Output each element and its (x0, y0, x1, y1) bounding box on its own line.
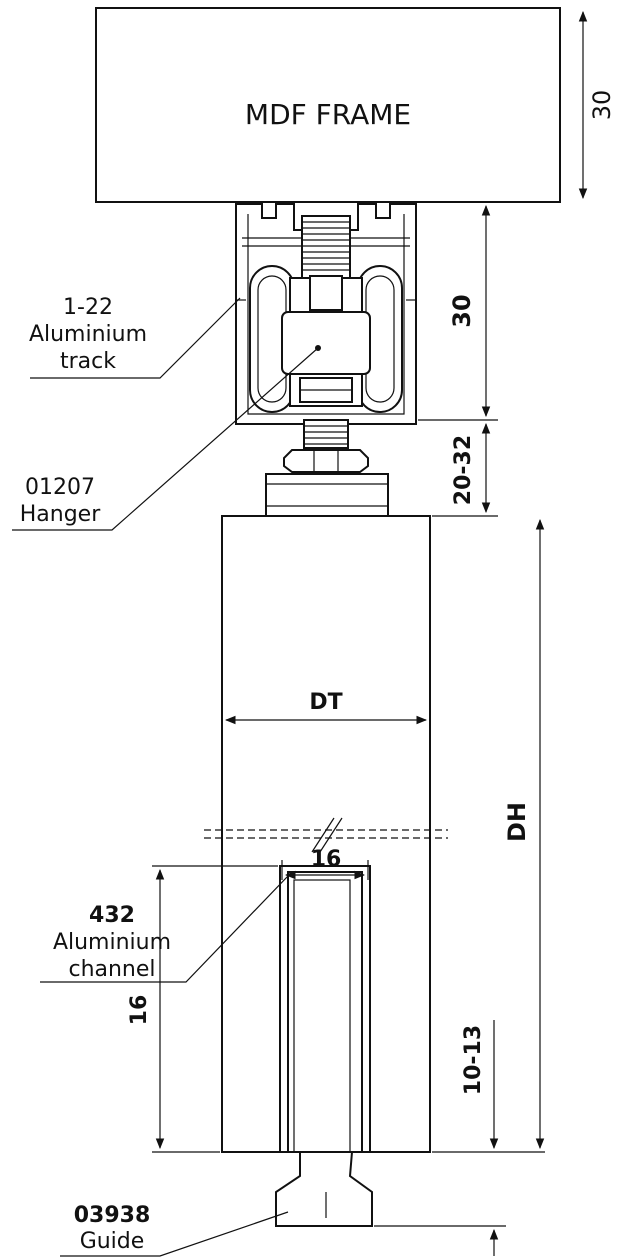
track-height-value: 30 (448, 294, 476, 327)
guide-gap-dimension: 10-13 (374, 1020, 506, 1256)
hanger-callout-name: Hanger (20, 502, 101, 527)
channel-depth-dimension: 16 (127, 865, 278, 1153)
channel-callout-type: channel (68, 957, 155, 982)
door-height-dimension: DH (432, 518, 545, 1153)
door-thickness-label: DT (309, 690, 342, 715)
mdf-frame: MDF FRAME (95, 7, 561, 203)
guide-callout-code: 03938 (74, 1203, 151, 1228)
guide-callout-name: Guide (80, 1229, 145, 1254)
track-callout-name: Aluminium (29, 322, 147, 347)
channel-callout: 432 Aluminium channel (40, 875, 289, 983)
track-height-dimension: 30 (418, 201, 498, 421)
door-panel (204, 515, 448, 1153)
hanger-callout: 01207 Hanger (12, 347, 319, 531)
frame-height-dimension: 30 (578, 10, 616, 200)
channel-callout-name: Aluminium (53, 930, 171, 955)
track-callout: 1-22 Aluminium track (29, 295, 241, 379)
channel-width-value: 16 (311, 847, 342, 872)
door-height-label: DH (503, 802, 531, 842)
track-callout-code: 1-22 (63, 295, 113, 320)
door-thickness-dimension: DT (224, 690, 428, 725)
guide-gap-value: 10-13 (461, 1025, 486, 1095)
guide (275, 1151, 373, 1227)
mdf-frame-label: MDF FRAME (245, 98, 411, 131)
hanger-gap-dimension: 20-32 (432, 422, 498, 517)
aluminium-track (235, 203, 417, 425)
hanger-gap-value: 20-32 (451, 435, 476, 505)
guide-callout: 03938 Guide (60, 1203, 289, 1257)
hanger (249, 265, 403, 413)
hanger-nut-and-plate (265, 449, 389, 517)
frame-height-value: 30 (588, 90, 616, 121)
track-callout-type: track (60, 349, 116, 374)
channel-callout-code: 432 (89, 903, 135, 928)
aluminium-channel (279, 865, 371, 1153)
channel-width-dimension: 16 (281, 847, 369, 880)
hanger-callout-code: 01207 (25, 475, 95, 500)
channel-depth-value: 16 (127, 995, 152, 1026)
